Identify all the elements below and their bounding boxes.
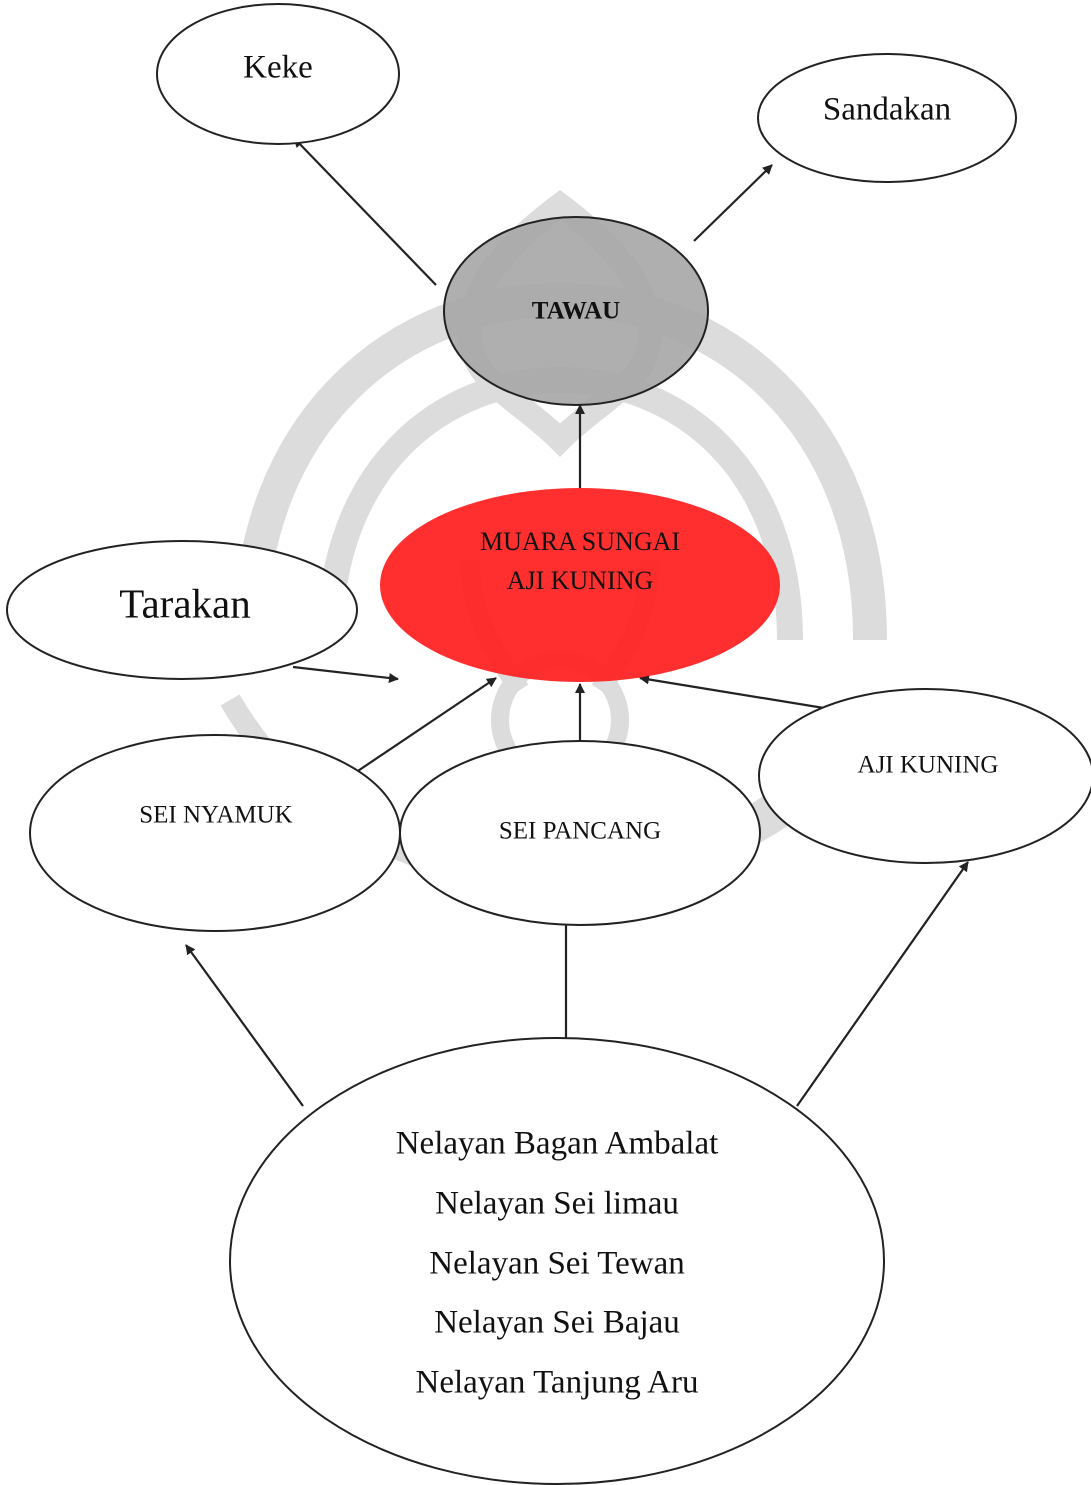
edge-tarakan-to-muara [292, 665, 399, 683]
node-tawau: TAWAU [443, 216, 709, 406]
nelayan-line-5: Nelayan Tanjung Aru [415, 1365, 698, 1401]
nelayan-line-1: Nelayan Bagan Ambalat [396, 1126, 719, 1162]
node-sei-nyamuk: SEI NYAMUK [29, 734, 401, 932]
node-muara-label-line2: AJI KUNING [507, 566, 654, 595]
node-tarakan-shape [6, 540, 358, 680]
node-sei-pancang: SEI PANCANG [399, 740, 761, 926]
nelayan-line-3: Nelayan Sei Tewan [429, 1246, 685, 1282]
node-keke: Keke [156, 3, 400, 145]
node-aji-kuning: AJI KUNING [758, 688, 1091, 864]
node-sandakan: Sandakan [757, 53, 1017, 183]
edge-nelayan-to-sei-nyamuk [185, 944, 304, 1107]
edge-sei-nyamuk-to-muara [339, 677, 497, 784]
node-nelayan-group: Nelayan Bagan Ambalat Nelayan Sei limau … [229, 1037, 885, 1485]
node-sei-nyamuk-shape [29, 734, 401, 932]
nelayan-line-2: Nelayan Sei limau [435, 1186, 679, 1222]
edge-nelayan-to-aji-kuning [796, 861, 969, 1107]
node-aji-kuning-label: AJI KUNING [858, 752, 999, 779]
edge-tawau-to-keke [293, 137, 437, 286]
node-muara-label-line1: MUARA SUNGAI [480, 527, 680, 556]
node-keke-label: Keke [243, 50, 313, 86]
node-muara-shape [380, 488, 780, 682]
node-tawau-shape [443, 216, 709, 406]
node-tawau-label: TAWAU [532, 298, 620, 325]
nelayan-line-4: Nelayan Sei Bajau [434, 1305, 680, 1341]
node-sandakan-label: Sandakan [823, 92, 951, 128]
node-sei-nyamuk-label: SEI NYAMUK [139, 802, 292, 829]
node-sei-pancang-shape [399, 740, 761, 926]
node-tarakan: Tarakan [6, 540, 358, 680]
node-nelayan-shape [229, 1037, 885, 1485]
node-keke-shape [156, 3, 400, 145]
node-sandakan-shape [757, 53, 1017, 183]
node-tarakan-label: Tarakan [119, 580, 250, 626]
node-muara-sungai-aji-kuning: MUARA SUNGAI AJI KUNING [380, 488, 780, 682]
node-aji-kuning-shape [758, 688, 1091, 864]
edge-tawau-to-sandakan [693, 164, 773, 242]
node-sei-pancang-label: SEI PANCANG [499, 818, 661, 845]
